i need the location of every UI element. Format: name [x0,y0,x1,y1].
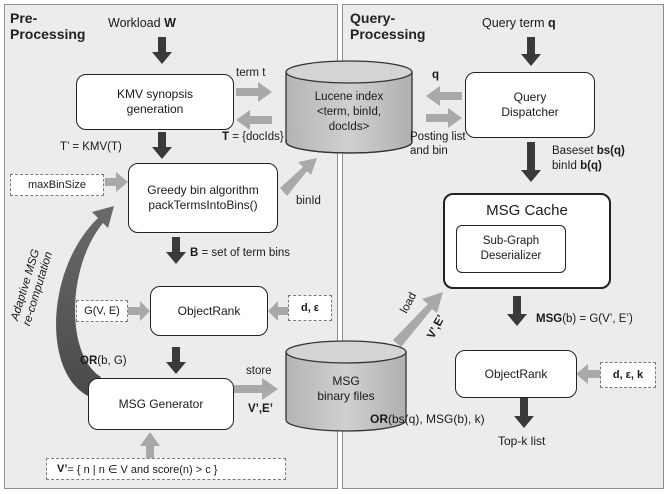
arrow-maxbinsize-greedy [105,172,128,192]
kmv-synopsis-box[interactable]: KMV synopsis generation [76,74,234,130]
binid-label-left: binId [296,195,321,207]
topk-list-label: Top-k list [498,434,546,448]
arrow-objectrank-msggen [166,347,186,374]
arrow-greedy-lucene [280,158,317,196]
arrow-de-objectrank [268,301,288,321]
q-label: q [432,69,440,81]
preprocessing-title: Pre- Processing [10,10,86,42]
vprime-definition-box: V’ = { n | n ∈ V and score(n) > c } [46,458,286,480]
arrow-cache-objectrank [507,296,527,326]
ve-label-left: V’,E’ [248,403,273,415]
queryprocessing-title: Query- Processing [350,10,426,42]
term-bins-label: B = set of term bins [190,247,291,259]
dek-box: d, ε, k [600,362,656,388]
lucene-index-cylinder [285,60,413,154]
arrow-queryterm-dispatcher [521,37,541,66]
greedy-bin-algorithm-box[interactable]: Greedy bin algorithm packTermsIntoBins() [128,163,278,233]
or-query-label: OR(bs(q), MSG(b), k) [370,412,485,426]
store-label: store [246,365,272,377]
arrow-gve-objectrank [128,301,150,321]
gve-box: G(V, E) [76,300,128,322]
arrow-msggen-msgfiles [234,378,278,400]
arrow-lucene-dispatcher [426,108,462,128]
arrow-lucene-kmv [236,110,272,130]
arrow-greedy-objectrank [166,237,186,264]
arrow-dek-objectrank [576,364,600,384]
workload-label: Workload W [108,16,176,30]
msg-generator-box[interactable]: MSG Generator [88,378,234,430]
arrow-dispatcher-lucene [426,86,462,106]
arrow-kmv-lucene [236,82,272,102]
lucene-index-label: Lucene index <term, binId, docIds> [314,91,384,133]
arrow-dispatcher-cache [521,142,541,182]
term-t-label: term t [236,67,266,79]
maxbinsize-box: maxBinSize [10,174,104,196]
arrow-kmv-greedy [152,132,172,159]
msg-binary-files-label: MSG binary files [317,374,375,403]
baseset-label: Baseset bs(q) binId b(q) [552,145,625,172]
query-term-label: Query term q [482,16,556,30]
arrow-vprime-msggen [140,432,160,458]
adaptive-curve-arrow [56,206,114,396]
arrow-workload-kmv [152,37,172,64]
de-box: d, ε [288,295,332,321]
subgraph-deserializer-box[interactable]: Sub-Graph Deserializer [456,225,566,273]
msg-binary-files-cylinder [285,340,407,432]
objectrank-box-left[interactable]: ObjectRank [150,286,268,336]
objectrank-box-right[interactable]: ObjectRank [455,350,577,398]
arrow-msgfiles-cache [393,292,443,347]
docids-label: T = {docIds} [222,131,284,143]
kmv-formula-label: T’ = KMV(T) [60,141,122,153]
arrow-objectrank-topk [514,397,534,428]
posting-list-label: Posting list and bin [410,131,466,157]
msg-function-label: MSG(b) = G(V’, E’) [536,313,633,325]
or-bg-label: OR(b, G) [80,355,127,367]
